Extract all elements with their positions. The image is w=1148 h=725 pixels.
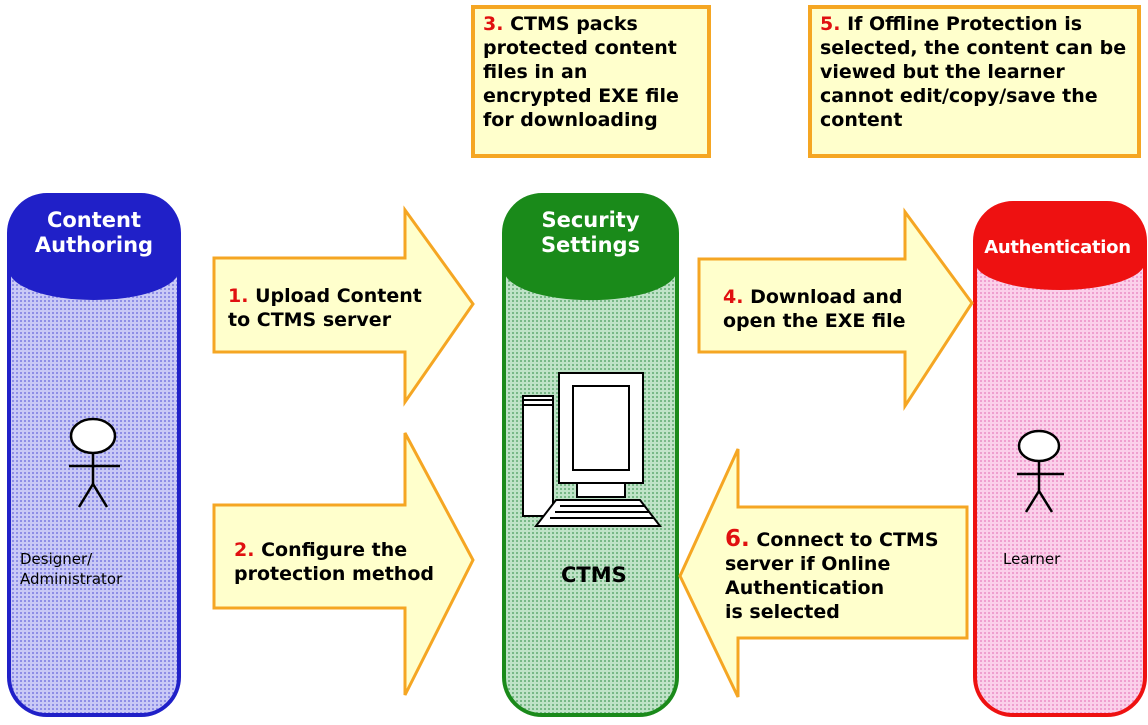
step2-line1: 2. Configure the — [234, 538, 434, 562]
step6-line1-text: Connect to CTMS — [756, 529, 939, 551]
note-step5: 5. If Offline Protection is selected, th… — [808, 5, 1141, 158]
step2-line2: protection method — [234, 563, 434, 585]
step6-number: 6. — [725, 526, 750, 552]
step6-line1: 6. Connect to CTMS — [725, 527, 939, 552]
step4-line2: open the EXE file — [723, 310, 906, 332]
role-line1: Designer/ — [20, 550, 93, 568]
step6-line3: Authentication — [725, 577, 885, 599]
lane-title-line2: Authoring — [34, 233, 154, 257]
step6-line4: is selected — [725, 601, 840, 623]
lane-title-line2: Settings — [540, 233, 641, 257]
note-step3: 3. CTMS packs protected content files in… — [471, 5, 711, 158]
step1-line1: 1. Upload Content — [228, 284, 422, 308]
step5-text: If Offline Protection is selected, the c… — [820, 13, 1127, 131]
step1-line1-text: Upload Content — [255, 285, 422, 307]
step1-text: 1. Upload Content to CTMS server — [228, 284, 422, 332]
step4-line1-text: Download and — [750, 286, 903, 308]
step5-number: 5. — [820, 13, 841, 35]
lane-title-authentication: Authentication — [967, 235, 1148, 260]
step1-number: 1. — [228, 285, 249, 307]
step1-line2: to CTMS server — [228, 309, 392, 331]
lane-authentication — [973, 201, 1147, 717]
step4-number: 4. — [723, 286, 744, 308]
computer-icon — [522, 372, 663, 527]
step3-number: 3. — [483, 13, 504, 35]
learner-icon — [1017, 429, 1064, 513]
step3-text: CTMS packs protected content files in an… — [483, 13, 679, 131]
lane-title-line1: Security — [541, 208, 640, 232]
arrow-step2 — [212, 432, 475, 696]
step4-line1: 4. Download and — [723, 285, 906, 309]
arrow-step1 — [212, 205, 475, 407]
role-learner: Learner — [1003, 549, 1060, 569]
ctms-label: CTMS — [561, 563, 627, 587]
step2-line1-text: Configure the — [261, 539, 408, 561]
step6-text: 6. Connect to CTMS server if Online Auth… — [725, 527, 939, 624]
lane-title-content-authoring: Content Authoring — [9, 208, 179, 258]
lane-title-line1: Authentication — [984, 237, 1131, 258]
arrow-step4 — [697, 207, 974, 412]
step6-line2: server if Online — [725, 553, 891, 575]
arrow-step6 — [678, 448, 969, 698]
role-line2: Administrator — [20, 570, 123, 588]
step4-text: 4. Download and open the EXE file — [723, 285, 906, 333]
role-designer: Designer/ Administrator — [20, 549, 122, 589]
role-line1: Learner — [1003, 550, 1061, 568]
lane-title-line1: Content — [46, 208, 142, 232]
designer-icon — [69, 417, 120, 508]
step2-text: 2. Configure the protection method — [234, 538, 434, 586]
lane-title-security-settings: Security Settings — [504, 208, 677, 258]
step2-number: 2. — [234, 539, 255, 561]
